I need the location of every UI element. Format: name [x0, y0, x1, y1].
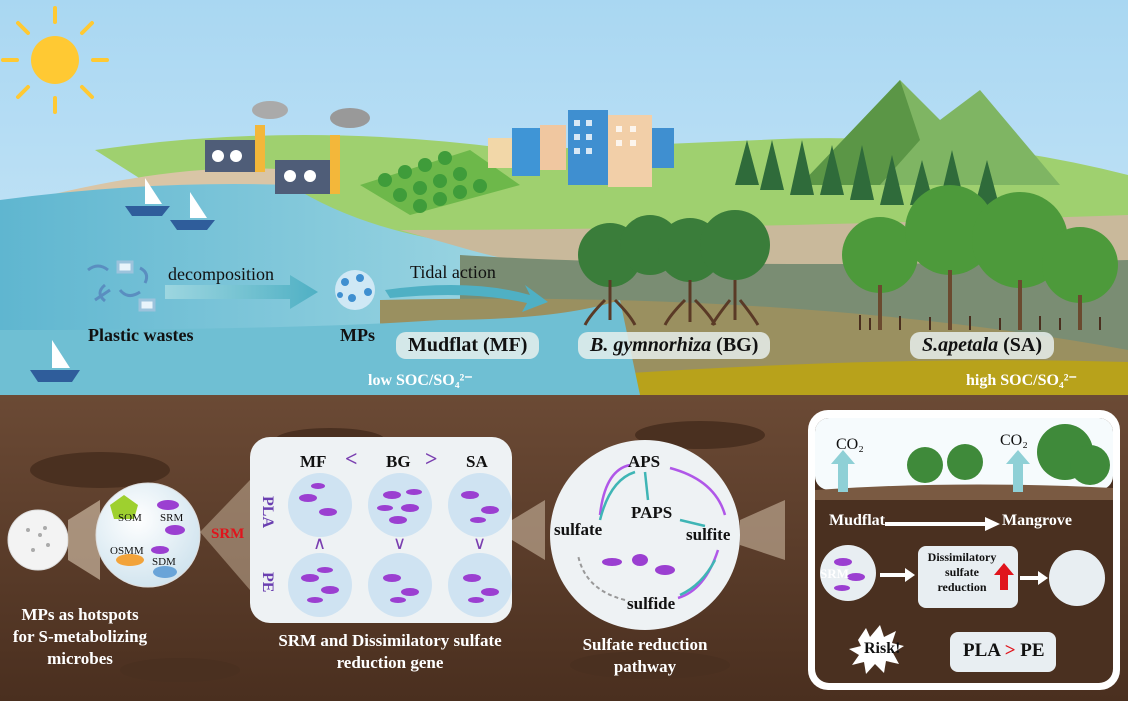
osmm-label: OSMM: [110, 545, 144, 557]
plastic-waste-icon: [87, 260, 156, 312]
tidal-arrow: [385, 285, 548, 312]
panel3-graphic: [550, 440, 785, 630]
dsr-line3: reduction: [937, 580, 987, 594]
col-bg-label: BG: [386, 452, 411, 471]
panel1-caption-line3: microbes: [47, 649, 113, 668]
pla-text: PLA: [963, 640, 1000, 661]
sdm-label: SDM: [152, 556, 176, 568]
high-ratio-label: high SOC/SO₄²⁻: [966, 372, 1077, 389]
co2-left-label: CO₂: [836, 436, 864, 453]
farmland-icon: [360, 150, 520, 215]
lt-symbol: <: [345, 446, 358, 471]
col-sa-label: SA: [466, 452, 488, 471]
pe-text: PE: [1020, 640, 1045, 661]
row-pe-label: PE: [259, 572, 276, 593]
panel3-caption: Sulfate reduction pathway: [560, 634, 730, 678]
sa-species: S.apetala: [922, 334, 999, 356]
cmp-sa: ∨: [473, 533, 487, 553]
mps-label: MPs: [340, 325, 375, 345]
tidal-action-label: Tidal action: [410, 262, 496, 282]
panel2-caption-line2: reduction gene: [336, 653, 444, 672]
panel4-graphic: [808, 410, 1120, 690]
mudflat-label: Mudflat (MF): [396, 332, 540, 359]
plastic-wastes-label: Plastic wastes: [88, 325, 194, 345]
bg-label: B. gymnorhiza (BG): [578, 332, 771, 359]
panel1-caption-line2: for S-metabolizing: [12, 627, 148, 646]
sulfate-label: sulfate: [554, 520, 603, 539]
panel2-graphic: [250, 437, 545, 623]
panel1-caption-line1: MPs as hotspots: [21, 605, 139, 624]
decomposition-label: decomposition: [168, 264, 274, 284]
gt-text: >: [1004, 640, 1016, 661]
risk-label: Risk!: [864, 640, 901, 657]
sun-icon: [1, 6, 109, 114]
boat-icon: [30, 178, 215, 382]
som-label: SOM: [118, 512, 142, 524]
bg-abbr: (BG): [716, 334, 759, 356]
panel1-caption: MPs as hotspots for S-metabolizing micro…: [0, 604, 160, 670]
bg-species: B. gymnorhiza: [590, 334, 712, 356]
panel2-caption-line1: SRM and Dissimilatory sulfate: [278, 631, 502, 650]
sa-label: S.apetala (SA): [910, 332, 1055, 359]
sulfite-label: sulfite: [686, 525, 731, 544]
risk-burst-icon: [849, 625, 904, 674]
dsr-box-label: Dissimilatory sulfate reduction: [922, 550, 1002, 595]
factory-icon: [205, 101, 370, 194]
dsr-line1: Dissimilatory: [927, 550, 997, 564]
panel3-caption-line2: pathway: [613, 657, 677, 676]
col-mf-label: MF: [300, 452, 327, 471]
panel3-caption-line1: Sulfate reduction: [582, 635, 708, 654]
panel4-srm-label: SRM: [820, 566, 849, 581]
cmp-mf: ∧: [313, 533, 327, 553]
panel2-caption: SRM and Dissimilatory sulfate reduction …: [240, 630, 540, 674]
gt-symbol: >: [425, 446, 438, 471]
aps-label: APS: [628, 452, 661, 471]
row-pla-label: PLA: [259, 496, 276, 528]
panel1-graphic: [7, 480, 250, 590]
dsr-line2: sulfate: [945, 565, 979, 579]
decomposition-arrow: [165, 275, 318, 309]
mangrove-sa-trees-icon: [842, 185, 1118, 330]
cmp-bg: ∨: [393, 533, 407, 553]
paps-label: PAPS: [631, 503, 673, 522]
mangrove-bg-trees-icon: [578, 210, 770, 326]
co2-right-label: CO₂: [1000, 432, 1028, 449]
pla-gt-pe-label: PLA > PE: [963, 640, 1045, 662]
mudflat-small-label: Mudflat: [829, 512, 885, 529]
srm-inner-label: SRM: [160, 512, 184, 524]
sa-abbr: (SA): [1003, 334, 1043, 356]
low-ratio-label: low SOC/SO₄²⁻: [368, 372, 473, 389]
sulfide-label: sulfide: [627, 594, 676, 613]
microplastics-icon: [335, 270, 375, 310]
srm-red-label: SRM: [211, 526, 245, 542]
mangrove-small-label: Mangrove: [1002, 512, 1072, 529]
city-buildings-icon: [488, 110, 674, 187]
